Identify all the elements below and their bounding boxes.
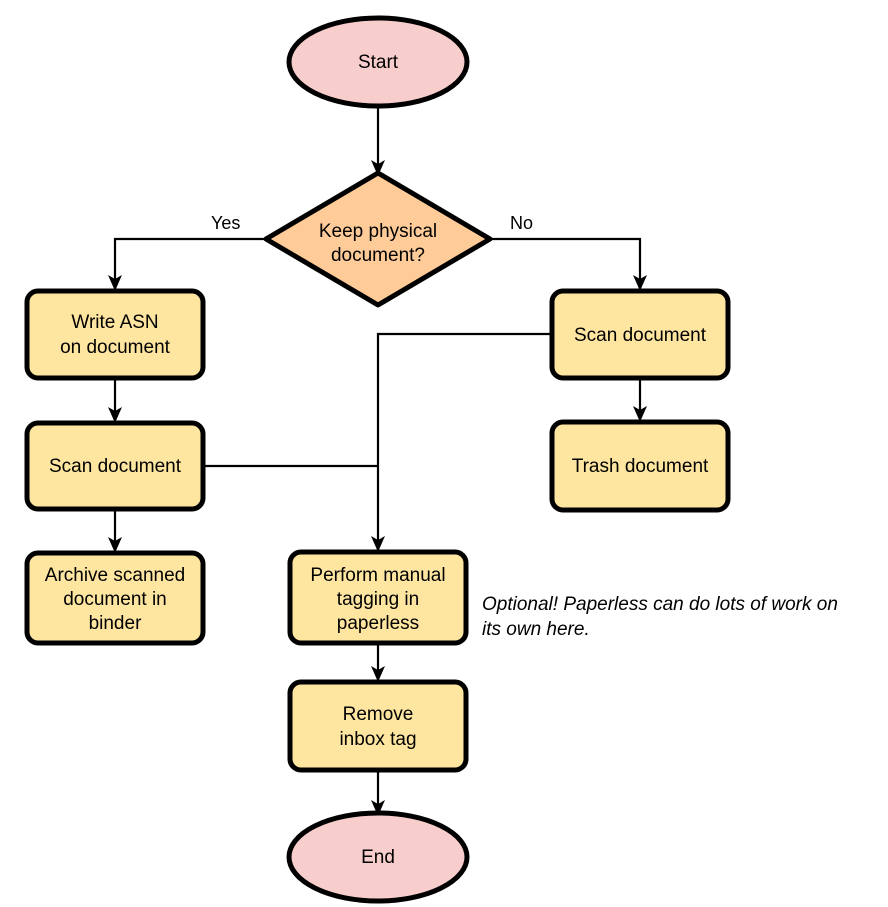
node-tagging-label-line1: Perform manual [310, 565, 445, 586]
optional-note: Optional! Paperless can do lots of work … [482, 594, 838, 640]
node-remove-tag-label-line1: Remove [343, 704, 414, 725]
write-asn-box [24, 288, 206, 381]
node-remove-inbox-tag[interactable]: Remove inbox tag [287, 679, 469, 773]
node-archive-label-line1: Archive scanned [45, 565, 185, 586]
end-ellipse [286, 810, 470, 904]
tagging-box [287, 549, 469, 646]
node-archive-label-line2: document in [63, 589, 167, 610]
edge-tagging-to-remove-tag [371, 643, 385, 682]
node-trash-document-label: Trash document [572, 456, 709, 477]
trash-document-box [549, 419, 731, 513]
node-write-asn-label-line1: Write ASN [71, 312, 158, 333]
node-scan-document-left-label: Scan document [49, 456, 182, 477]
edge-scan-right-to-trash [633, 378, 647, 422]
node-scan-document-left[interactable]: Scan document [24, 420, 206, 512]
node-archive-label-line3: binder [89, 613, 142, 634]
edge-label-no: No [510, 213, 533, 233]
node-write-asn-label-line2: on document [60, 337, 171, 358]
node-decision-label-line1: Keep physical [319, 221, 437, 242]
edge-scan-left-to-archive [108, 508, 122, 553]
remove-inbox-tag-box [287, 679, 469, 773]
optional-note-line2: its own here. [482, 619, 590, 640]
node-tagging-label-line2: tagging in [337, 589, 419, 610]
node-scan-document-right-label: Scan document [574, 325, 707, 346]
scan-document-left-box [24, 420, 206, 512]
start-ellipse [286, 15, 470, 109]
node-perform-manual-tagging[interactable]: Perform manual tagging in paperless [287, 549, 469, 646]
edge-decision-no-to-scan-right [490, 237, 647, 291]
decision-diamond [263, 170, 493, 308]
node-decision-keep-physical-document[interactable]: Keep physical document? [263, 170, 493, 308]
edge-decision-yes-to-write-asn [108, 237, 266, 291]
node-decision-label-line2: document? [331, 245, 425, 266]
edge-write-asn-to-scan-left [108, 378, 122, 423]
node-end-label: End [361, 847, 395, 868]
node-end[interactable]: End [286, 810, 470, 904]
edge-start-to-decision [371, 103, 385, 176]
node-start[interactable]: Start [286, 15, 470, 109]
node-tagging-label-line3: paperless [337, 613, 419, 634]
node-scan-document-right[interactable]: Scan document [549, 288, 731, 381]
edge-scan-right-to-tagging [371, 332, 552, 552]
archive-box [24, 550, 206, 646]
optional-note-line1: Optional! Paperless can do lots of work … [482, 594, 838, 615]
node-remove-tag-label-line2: inbox tag [339, 729, 416, 750]
node-write-asn[interactable]: Write ASN on document [24, 288, 206, 381]
edge-label-yes: Yes [211, 213, 240, 233]
node-trash-document[interactable]: Trash document [549, 419, 731, 513]
node-archive-scanned-document[interactable]: Archive scanned document in binder [24, 550, 206, 646]
scan-document-right-box [549, 288, 731, 381]
node-start-label: Start [358, 52, 399, 73]
edge-remove-tag-to-end [371, 770, 385, 816]
